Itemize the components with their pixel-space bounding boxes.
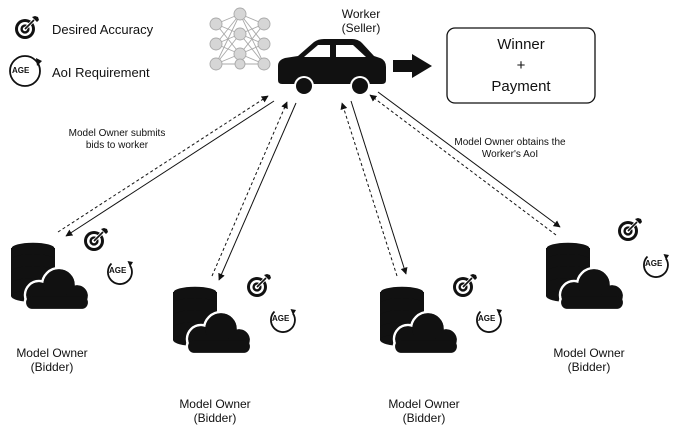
owner-4-label-line2: (Bidder) [567,360,611,374]
submit-bids-annotation: Model Owner submits bids to worker [52,128,182,152]
obtain-annotation-line2: Worker's AoI [481,149,539,160]
owner-3-label-line1: Model Owner [388,397,460,411]
target-icon [616,216,644,243]
owner-3-label-line2: (Bidder) [402,411,446,425]
database-cloud-icon [544,240,626,312]
owner-1-label-line2: (Bidder) [30,360,74,374]
target-icon [245,272,273,299]
database-cloud-icon [171,284,253,356]
submit-annotation-line1: Model Owner submits [68,128,166,139]
owner-1-label: Model Owner (Bidder) [0,346,107,374]
owner-1-age-badge: AGE [109,266,127,275]
aoi-legend-label: AoI Requirement [52,65,150,80]
age-legend-badge: AGE [12,66,30,75]
winner-payment-box [446,27,596,104]
owner-4-label-line1: Model Owner [553,346,625,360]
plus-label: + [516,57,526,74]
right-arrow-icon [393,54,432,78]
obtain-aoi-annotation: Model Owner obtains the Worker's AoI [440,137,580,161]
obtain-annotation-line1: Model Owner obtains the [454,137,566,148]
neural-network-icon [209,7,271,71]
winner-payment-text: Winner + Payment [446,34,596,97]
owner-3-age-badge: AGE [478,314,496,323]
owner-2-label-line1: Model Owner [179,397,251,411]
database-cloud-icon [378,284,460,356]
owner-1-label-line1: Model Owner [16,346,88,360]
accuracy-legend-label: Desired Accuracy [52,22,154,37]
worker-title-line1: Worker [341,7,381,21]
target-icon [451,272,479,299]
car-icon [278,39,386,96]
owner-2-age-badge: AGE [272,314,290,323]
worker-title-line2: (Seller) [341,21,381,35]
owner-2-label: Model Owner (Bidder) [160,397,270,425]
owner-2-label-line2: (Bidder) [193,411,237,425]
database-cloud-icon [9,240,91,312]
winner-label: Winner [497,36,545,53]
worker-title: Worker (Seller) [326,7,396,35]
target-icon [82,226,110,253]
owner-4-label: Model Owner (Bidder) [534,346,644,374]
owner-4-age-badge: AGE [645,259,663,268]
accuracy-legend-icon [13,14,41,41]
bid-connections [57,91,561,281]
submit-annotation-line2: bids to worker [85,140,149,151]
owner-3-label: Model Owner (Bidder) [369,397,479,425]
payment-label: Payment [491,78,551,95]
age-legend-icon [9,55,42,87]
